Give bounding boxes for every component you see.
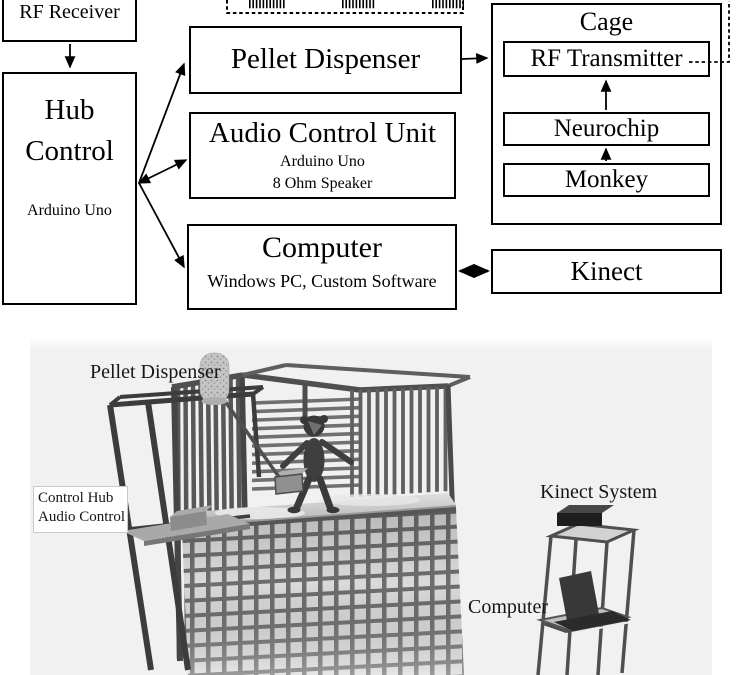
rf-receiver-box: RF Receiver	[2, 0, 137, 42]
scene-pellet-dispenser-label: Pellet Dispenser	[90, 361, 221, 383]
experiment-setup-render: Pellet Dispenser Control Hub Audio Contr…	[30, 337, 712, 675]
cage-structure	[171, 363, 471, 675]
dispenser-tube	[215, 388, 281, 479]
hub-control-title: Hub Control	[25, 94, 114, 167]
arrow-pellet-to-cage	[461, 53, 489, 64]
rf-transmitter-label: RF Transmitter	[530, 45, 683, 72]
feeder-box	[274, 468, 308, 495]
rf-transmitter-box: RF Transmitter	[503, 41, 710, 77]
laptop-base	[554, 611, 631, 631]
neurochip-label: Neurochip	[553, 115, 660, 142]
kinect-stand	[536, 505, 640, 675]
cage-mesh	[181, 507, 464, 675]
cage-label: Cage	[579, 7, 634, 36]
kinect-device	[557, 505, 614, 526]
monkey-label: Monkey	[564, 166, 649, 193]
hub-control-box: Hub Control Arduino Uno	[2, 72, 137, 305]
control-hub-shelf	[122, 505, 250, 546]
scene-graphic	[30, 337, 712, 675]
cage-box: Cage RF Transmitter Neurochip Monkey	[491, 3, 722, 225]
scene-control-hub-label: Control Hub Audio Control	[33, 486, 128, 533]
computer-label: Computer	[262, 231, 382, 264]
neurochip-box: Neurochip	[503, 112, 710, 146]
arrow-hub-to-pellet	[138, 62, 186, 184]
dashed-antenna-box	[226, 0, 464, 14]
monkey-figure	[280, 383, 354, 514]
laptop-screen	[559, 571, 599, 621]
audio-control-unit-subtitle1: Arduino Uno	[280, 153, 365, 170]
kinect-box: Kinect	[491, 249, 722, 294]
pellet-dispenser-box: Pellet Dispenser	[189, 26, 462, 94]
pellet-dispenser-label: Pellet Dispenser	[230, 43, 421, 75]
pellet-dispenser-cylinder	[199, 352, 230, 405]
audio-control-unit-label: Audio Control Unit	[208, 117, 437, 149]
arrow-hub-audio-bidirectional	[137, 159, 188, 184]
laptop	[554, 571, 632, 634]
stand-top-surface	[545, 522, 640, 544]
arrow-hub-to-computer	[138, 182, 185, 269]
scene-kinect-system-label: Kinect System	[540, 481, 658, 503]
scene-computer-label: Computer	[468, 596, 548, 618]
hub-control-subtitle: Arduino Uno	[27, 202, 112, 219]
audio-control-unit-subtitle2: 8 Ohm Speaker	[272, 175, 373, 192]
kinect-label: Kinect	[570, 256, 643, 286]
monkey-box: Monkey	[503, 163, 710, 197]
computer-box: Computer Windows PC, Custom Software	[187, 224, 457, 310]
audio-control-unit-box: Audio Control Unit Arduino Uno 8 Ohm Spe…	[189, 112, 456, 199]
rf-receiver-label: RF Receiver	[19, 1, 120, 23]
computer-subtitle: Windows PC, Custom Software	[207, 271, 437, 291]
